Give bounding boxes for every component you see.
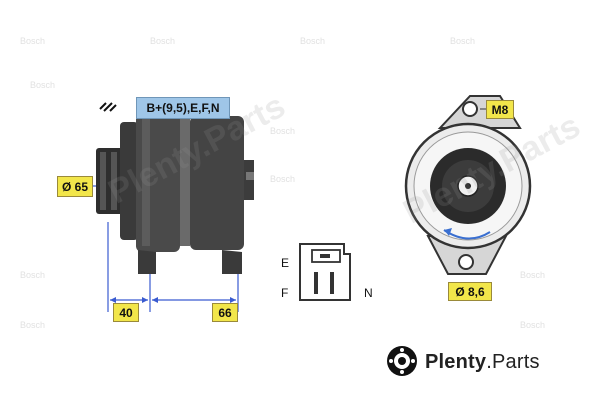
brand-name: Plenty xyxy=(425,350,487,373)
terminal-stud xyxy=(246,172,254,180)
fan xyxy=(120,122,138,240)
alternator-front-view xyxy=(404,95,532,275)
alternator-side-view xyxy=(82,112,254,312)
dimension-arrows xyxy=(110,297,236,303)
thread-size-label: M8 xyxy=(486,100,514,119)
brand-suffix: .Parts xyxy=(486,350,540,373)
pulley-groove xyxy=(100,152,106,210)
stator-band xyxy=(180,118,190,246)
dimension-lines xyxy=(107,222,239,312)
mount-hole-top xyxy=(462,101,478,117)
pin-e-label: E xyxy=(281,256,290,270)
plenty-parts-logo-icon xyxy=(387,346,417,376)
brand-footer: Plenty.Parts xyxy=(385,345,540,379)
brand-text: Plenty.Parts xyxy=(425,351,540,374)
rear-housing xyxy=(190,116,244,250)
length-dimension-label: 66 xyxy=(212,303,238,322)
hole-diameter-label: Ø 8,6 xyxy=(448,282,492,301)
front-dimension-label: 40 xyxy=(113,303,139,322)
mount-foot-rear xyxy=(222,250,242,274)
shaft-center xyxy=(465,183,471,189)
pin-n-blade xyxy=(330,272,334,294)
pulley-groove xyxy=(111,152,117,210)
pin-e-blade xyxy=(320,254,330,258)
pin-f-label: F xyxy=(281,286,289,300)
connector-spec-label: B+(9,5),E,F,N xyxy=(136,97,230,119)
mount-hole-bottom xyxy=(458,254,474,270)
pulley-diameter-label: Ø 65 xyxy=(57,176,93,197)
front-housing-rib xyxy=(142,118,150,246)
diagonal-hatch-icon xyxy=(99,102,117,112)
pin-n-label: N xyxy=(364,286,373,300)
pin-f-blade xyxy=(314,272,318,294)
rotation-arrowhead xyxy=(444,228,452,236)
connector-plug xyxy=(299,243,351,301)
mount-foot-front xyxy=(138,250,156,274)
